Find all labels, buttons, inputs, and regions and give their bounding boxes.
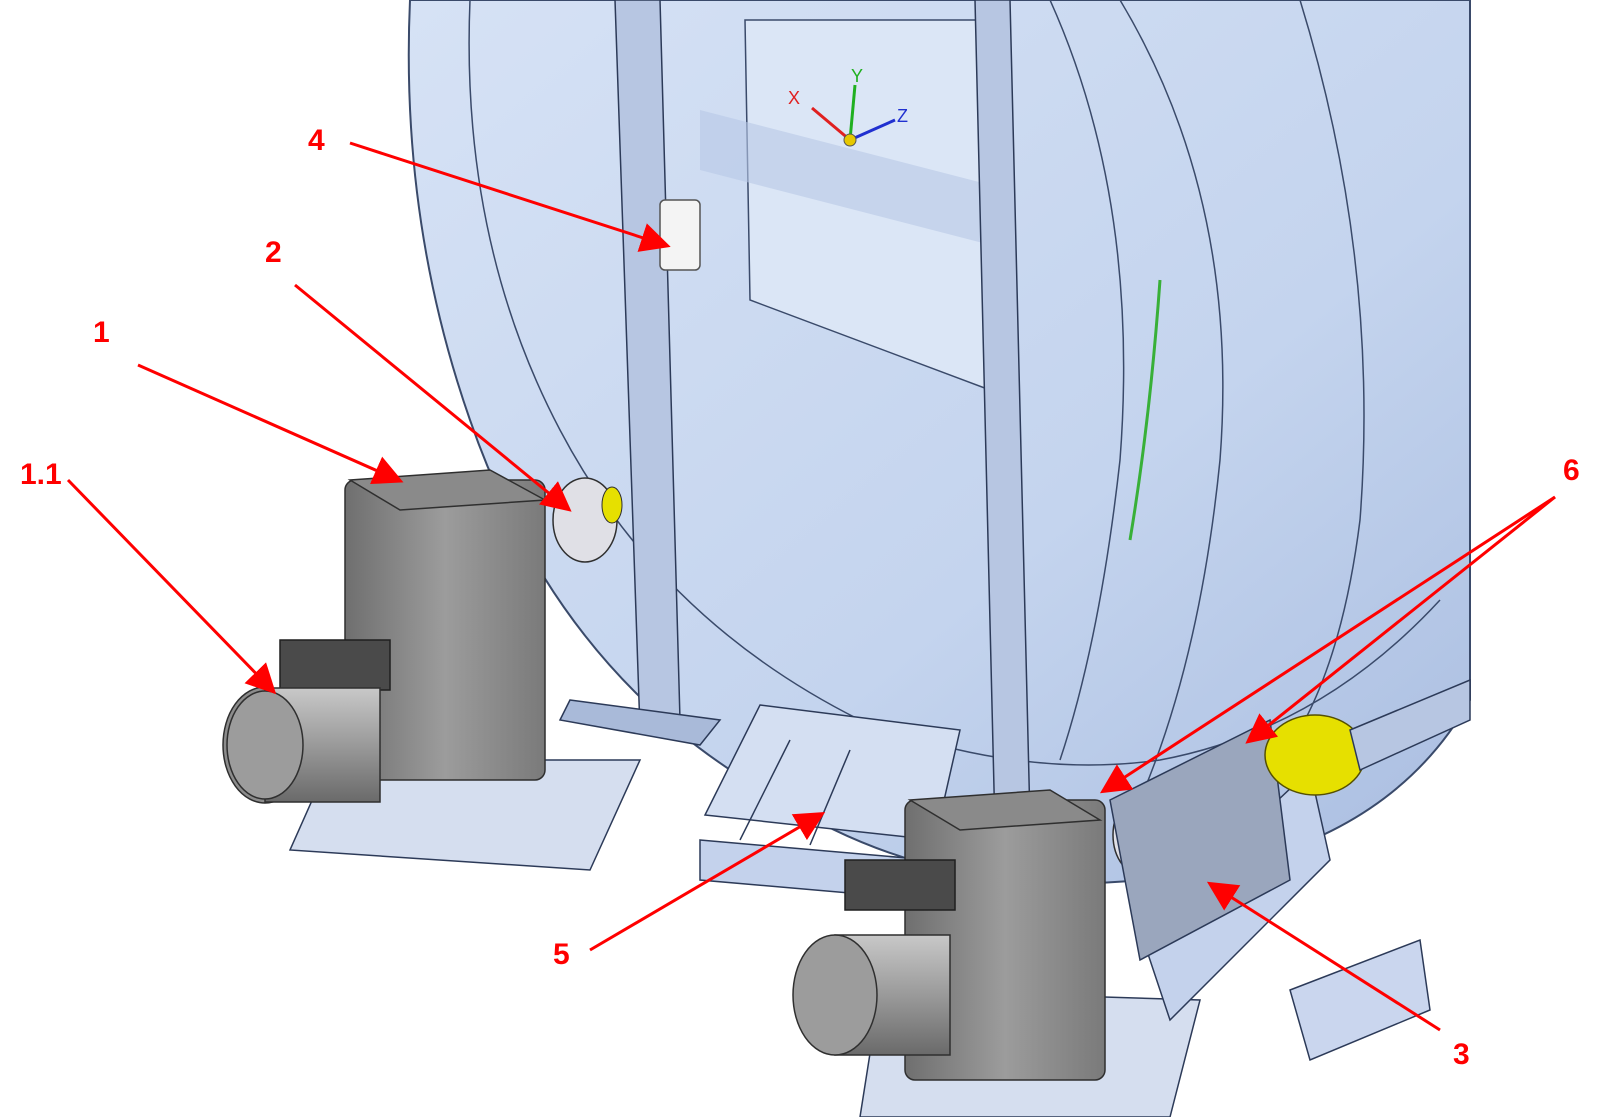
support-frame xyxy=(558,0,1031,831)
axis-y-label: Y xyxy=(851,66,863,86)
callout-arrows xyxy=(66,141,1556,1032)
axis-x-label: X xyxy=(788,88,800,108)
axis-triad: X Y Z xyxy=(788,66,908,147)
callout-label-1-1: 1.1 xyxy=(20,458,62,491)
callout-label-4: 4 xyxy=(308,124,325,157)
callout-label-5: 5 xyxy=(553,938,570,971)
callout-arrow-1 xyxy=(137,363,404,485)
callout-label-3: 3 xyxy=(1453,1038,1470,1071)
callout-arrow-3 xyxy=(1206,881,1441,1032)
callout-label-6: 6 xyxy=(1563,454,1580,487)
left-drive-unit xyxy=(222,469,642,871)
callout-arrow-4 xyxy=(349,141,671,252)
axis-z-label: Z xyxy=(897,106,908,126)
callout-arrow-5 xyxy=(589,811,826,952)
callout-arrow-6b xyxy=(1245,495,1556,744)
callout-arrow-2 xyxy=(294,283,572,512)
callout-arrow-6a xyxy=(1099,495,1556,794)
callout-label-1: 1 xyxy=(93,316,110,349)
callout-label-2: 2 xyxy=(265,236,282,269)
sensor-box xyxy=(659,199,701,271)
callout-arrow-1-1 xyxy=(66,478,277,695)
right-drive-unit xyxy=(792,789,1201,1117)
